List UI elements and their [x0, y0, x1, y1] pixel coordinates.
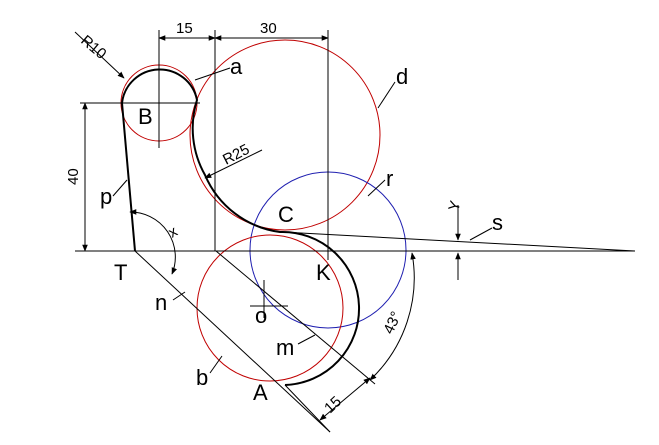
leader-r25	[204, 149, 263, 179]
label-dim-15-top: 15	[176, 20, 193, 37]
label-angle-y: Y	[445, 199, 464, 213]
leader-n	[172, 291, 186, 301]
label-point-k: K	[316, 260, 331, 285]
leader-b	[209, 355, 223, 374]
label-leader-r: r	[386, 166, 393, 191]
line-s	[281, 231, 636, 252]
label-leader-a: a	[230, 54, 243, 79]
label-leader-m: m	[276, 335, 294, 360]
dim-ext-1	[284, 384, 331, 433]
line-diag-2	[215, 250, 376, 385]
label-point-o: o	[255, 303, 267, 328]
dim-line-15-bottom	[319, 377, 371, 421]
label-dim-15-bottom: 15	[321, 393, 345, 417]
label-leader-p: p	[100, 184, 112, 209]
arc-43deg	[369, 252, 416, 381]
label-angle-43: 43°	[380, 309, 405, 337]
label-leader-n: n	[155, 290, 167, 315]
label-point-c: C	[278, 202, 294, 227]
leader-r	[367, 179, 386, 197]
label-point-b: B	[138, 104, 153, 129]
label-angle-x: x	[166, 223, 181, 242]
leader-r10	[74, 31, 125, 79]
leader-d	[377, 81, 396, 109]
line-t-diagonal	[134, 250, 331, 433]
label-r10: R10	[77, 32, 109, 63]
circle-b-bottom	[196, 234, 344, 382]
leader-a	[194, 67, 231, 81]
outline-main	[120, 68, 361, 386]
label-point-t: T	[114, 260, 127, 285]
label-leader-d: d	[396, 64, 408, 89]
label-r25: R25	[220, 141, 252, 169]
label-leader-s: s	[492, 210, 503, 235]
label-dim-40: 40	[65, 168, 82, 185]
leader-s	[469, 227, 493, 241]
leader-m	[297, 334, 316, 345]
label-dim-30-top: 30	[260, 20, 277, 37]
label-point-a: A	[253, 380, 268, 405]
label-leader-b: b	[196, 365, 208, 390]
leader-p	[112, 179, 128, 197]
arc-x	[129, 209, 177, 275]
